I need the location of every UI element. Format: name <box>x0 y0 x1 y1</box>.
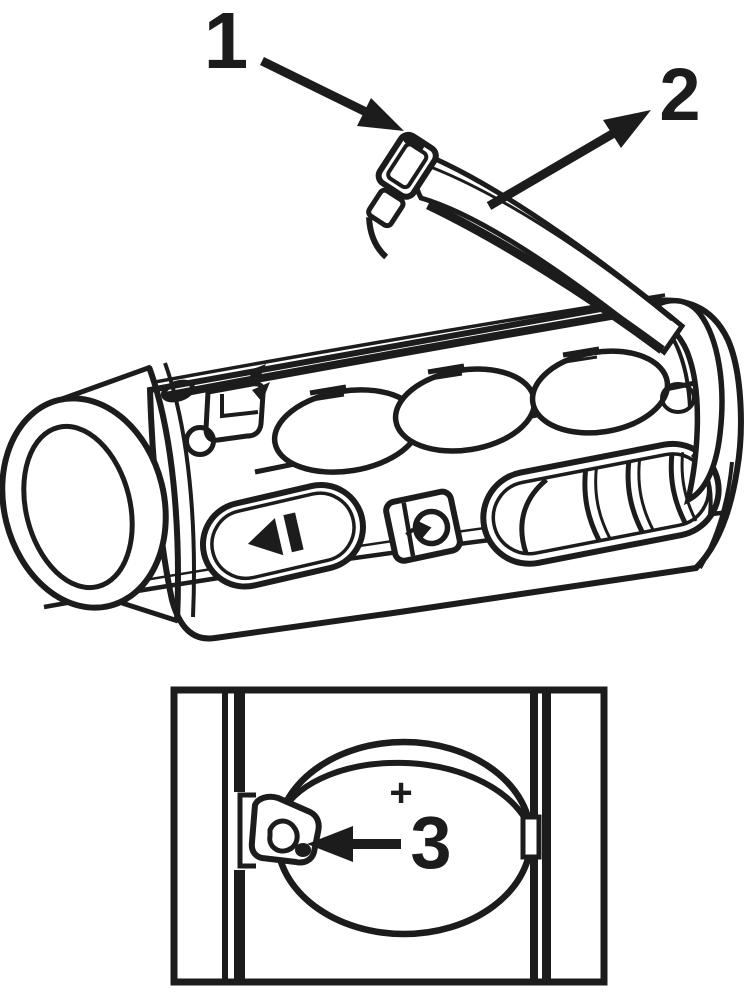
callout-2-label: 2 <box>659 53 700 136</box>
battery-side-notch <box>520 814 542 860</box>
battery-slot-3 <box>529 348 671 436</box>
body-hole-round <box>184 425 216 457</box>
callout-2-arrow-icon <box>486 110 651 210</box>
body-hole-small <box>161 379 195 403</box>
latch-receptacle <box>203 364 270 443</box>
flashlight-head <box>0 362 196 624</box>
lens <box>21 423 135 591</box>
polarity-plus-label: + <box>389 771 412 815</box>
battery-compartment <box>161 346 696 475</box>
power-slide-switch[interactable] <box>195 477 372 595</box>
callout-3: 3 <box>307 801 452 884</box>
callout-1-arrow-icon <box>260 56 404 131</box>
callout-1-label: 1 <box>204 0 249 85</box>
mode-button[interactable] <box>383 488 463 564</box>
flashlight-illustration <box>0 130 744 642</box>
callout-3-arrow-icon <box>307 826 401 862</box>
cover-latch[interactable] <box>343 130 451 260</box>
callout-3-label: 3 <box>410 801 451 884</box>
battery-cover[interactable] <box>410 146 686 356</box>
battery-inset: + 3 <box>170 686 608 986</box>
callout-1: 1 <box>204 0 404 131</box>
play-pause-icon <box>247 512 304 556</box>
callout-2: 2 <box>486 53 701 210</box>
battery-release-clip[interactable] <box>230 792 322 870</box>
grip-pad <box>480 440 722 567</box>
